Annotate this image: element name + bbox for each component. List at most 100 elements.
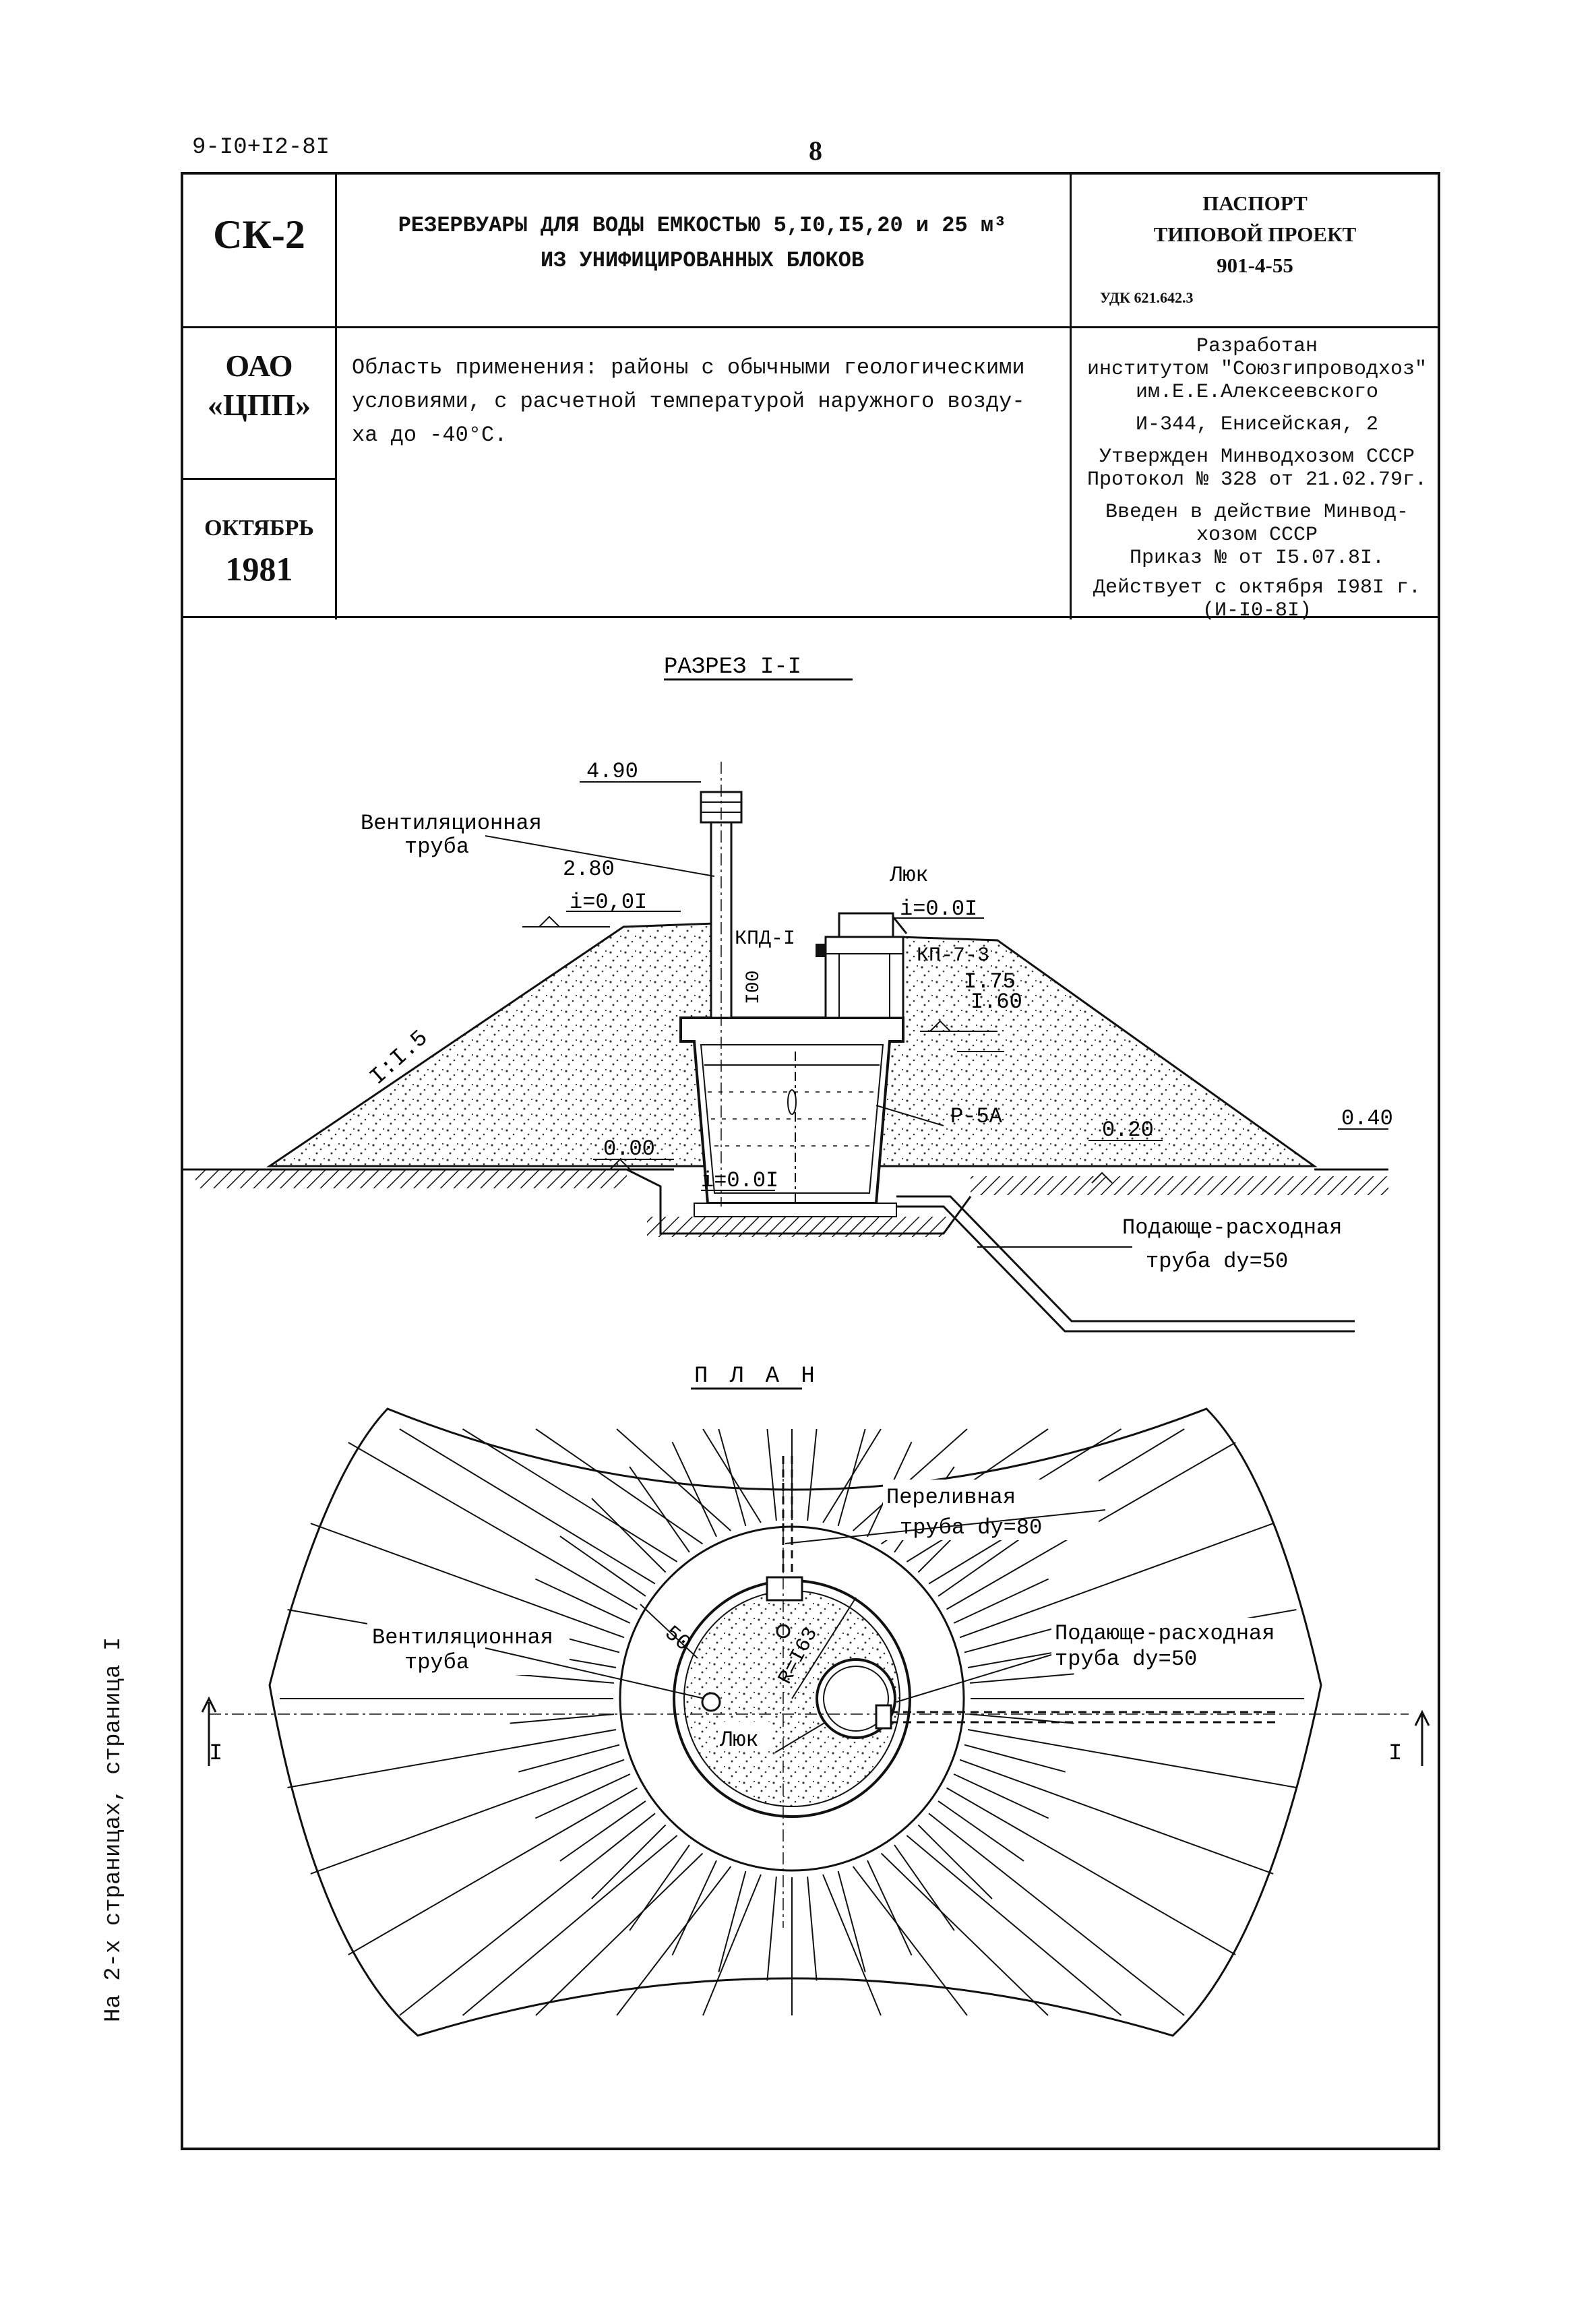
developer-line-7: Введен в действие Минвод- [1105,501,1409,524]
kp-label: КП-7-3 [917,944,989,967]
issue-year: 1981 [225,550,293,588]
hatch-cover [838,912,894,938]
plan-view: П Л А Н R=I63 50 I I [201,1364,1430,2037]
slope-ray [917,1824,993,1899]
drawing-frame: СК-2 ОАО «ЦПП» ОКТЯБРЬ 1981 РЕЗЕРВУАРЫ Д… [181,172,1440,2150]
slope-ray [718,1428,747,1527]
developer-line-5: Утвержден Минводхозом СССР [1099,446,1415,468]
issue-date: ОКТЯБРЬ 1981 [183,508,335,589]
developer-line-11: (И-I0-8I) [1202,599,1312,622]
stamp-divider-right [1070,175,1072,619]
cut-mark-left: I [209,1741,222,1767]
slope-ray [837,1870,866,1972]
slope-ray [616,1866,732,2016]
elev-160: I.60 [971,990,1022,1014]
slope-ray [702,1428,762,1523]
supply-plan-label-2: труба dу=50 [1055,1647,1197,1672]
title-line-1: РЕЗЕРВУАРЫ ДЛЯ ВОДЫ ЕМКОСТЬЮ 5,I0,I5,20 … [398,213,1007,238]
application-line-2: условиями, с расчетной температурой нару… [352,389,1025,414]
organization: ОАО «ЦПП» [183,346,335,425]
section-title: РАЗРЕЗ I-I [664,655,801,680]
slope-ray [671,1441,717,1538]
slope-ray [967,1729,1297,1788]
overflow-label-1: Переливная [886,1485,1016,1510]
org-line-2: «ЦПП» [207,388,311,422]
vent-pipe-plan [701,1692,721,1712]
slope-ray [953,1773,1049,1819]
developer-line-4: И-344, Енисейская, 2 [1135,413,1379,436]
slope-ray [591,1498,667,1573]
developer-line-2: институтом "Союзгипроводхоз" [1086,358,1428,381]
slope-ray [766,1428,777,1521]
slope-ray [616,1428,732,1531]
section-view: РАЗРЕЗ I-I [182,655,1393,1333]
supply-plan-label-1: Подающе-расходная [1055,1621,1275,1646]
slope-ray [766,1876,777,1981]
developer-text: Разработан институтом "Союзгипроводхоз" … [1072,335,1442,622]
supply-label-2: труба dу=50 [1146,1249,1288,1274]
ground-hatch-right [971,1176,1388,1195]
document-code: 9-I0+I2-8I [192,135,330,160]
slope-ray [953,1578,1049,1624]
udk-code: УДК 621.642.3 [1100,289,1194,306]
slope-ray [518,1744,620,1773]
slope-ray [718,1870,747,1972]
elev-175: I.75 [964,969,1016,994]
developer-line-10: Действует с октября I98I г. [1093,576,1421,599]
slope-ray [462,1428,678,1562]
slope-ray [959,1523,1274,1639]
side-note: На 2-х страницах, страница I [101,1637,127,2022]
slope-ray [534,1578,631,1624]
slope-ray [287,1729,617,1788]
ground-hatch-left [195,1169,627,1188]
slope-ray [510,1713,615,1724]
vent-label-2: труба [404,834,469,859]
tank-label: Р-5А [950,1104,1003,1129]
slope-ray [964,1744,1066,1773]
stamp-row-divider [183,326,1440,328]
slope-ray [559,1800,646,1862]
series-code: СК-2 [213,212,305,257]
application-text: Область применения: районы с обычными ге… [352,351,1066,452]
slope-ray [938,1800,1024,1862]
passport-block: ПАСПОРТ ТИПОВОЙ ПРОЕКТ 901-4-55 [1080,188,1430,281]
slope-ray [867,1860,913,1956]
developer-line-1: Разработан [1196,335,1318,358]
slope-ray [964,1624,1066,1653]
elev-280: 2.80 [563,857,615,882]
slope-ray [671,1860,717,1956]
vent-label-1: Вентиляционная [361,811,542,836]
application-line-1: Область применения: районы с обычными ге… [352,355,1025,380]
supply-pipe [896,1195,1355,1322]
slope-ray [535,1852,704,2016]
title-line-2: ИЗ УНИФИЦИРОВАННЫХ БЛОКОВ [540,248,865,273]
hatch-shaft [824,936,904,1019]
developer-line-8: хозом СССР [1196,524,1318,547]
slope-ray [969,1673,1074,1684]
document-title: РЕЗЕРВУАРЫ ДЛЯ ВОДЫ ЕМКОСТЬЮ 5,I0,I5,20 … [345,208,1060,278]
stamp-bottom-divider [183,616,1440,618]
stamp-org-divider [183,478,335,480]
slope-ray [510,1673,615,1684]
project-number: 901-4-55 [1217,253,1293,277]
slope-ray [348,1787,638,1955]
slope-ray [807,1428,818,1521]
slope-ray [348,1442,638,1610]
kpd-label: КПД-I [735,927,795,950]
slope-ray [399,1813,656,2016]
slope-ray [629,1844,690,1931]
slope-ray [534,1773,631,1819]
standard-project-label: ТИПОВОЙ ПРОЕКТ [1153,222,1357,246]
slope-ray [807,1876,818,1981]
cut-mark-right: I [1388,1741,1402,1767]
org-line-1: ОАО [225,348,293,383]
application-line-3: ха до -40°С. [352,423,508,448]
slope-ray [928,1813,1185,2016]
vent-pipe [710,821,733,1019]
developer-line-9: Приказ № от I5.07.8I. [1129,547,1385,570]
slope-ray [559,1535,646,1597]
slope-ray [462,1835,678,2016]
issue-month: ОКТЯБРЬ [204,516,314,541]
slope-bottom: i=0.0I [701,1168,778,1193]
vent-plan-label-2: труба [404,1650,469,1675]
